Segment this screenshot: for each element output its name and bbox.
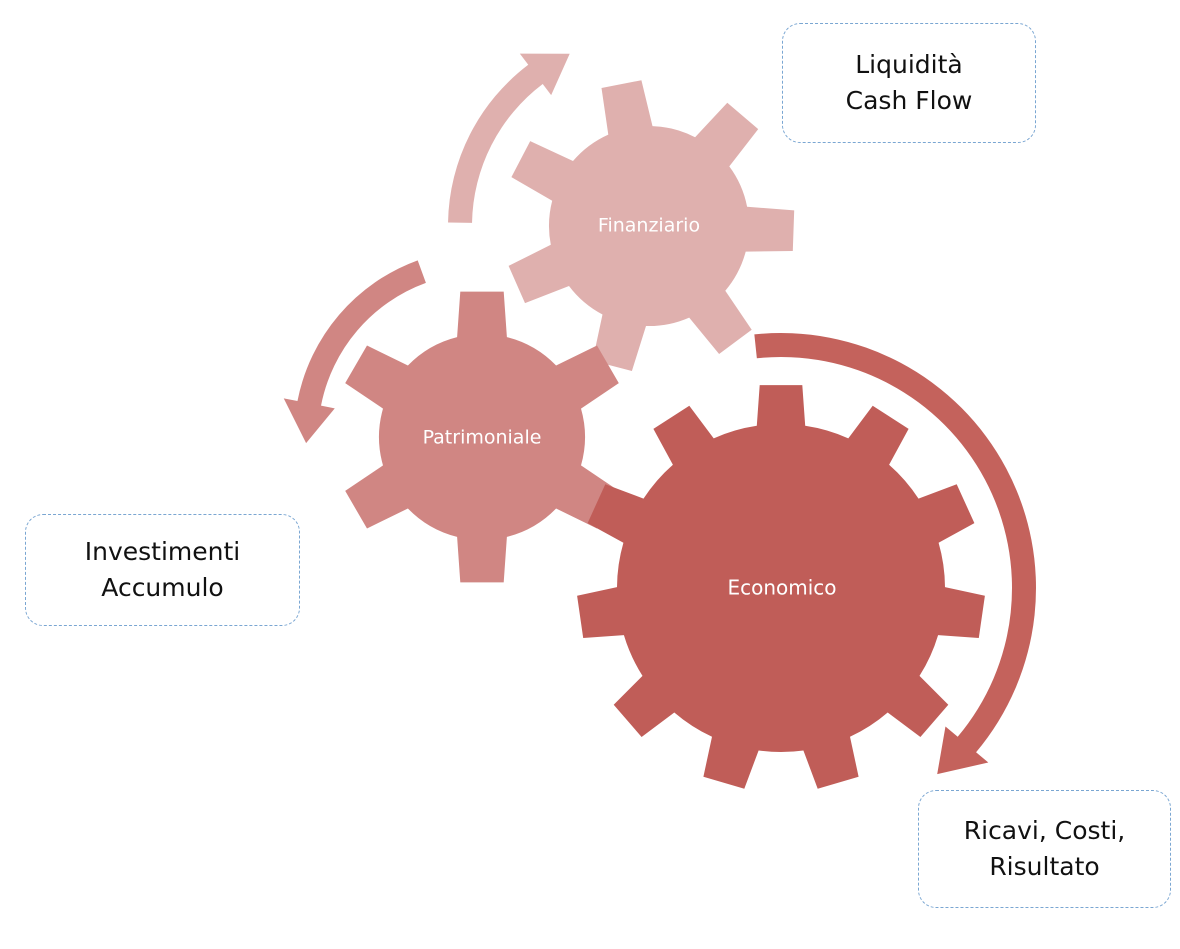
gear-patrimoniale: Patrimoniale: [345, 291, 619, 583]
note-economico-line2: Risultato: [989, 852, 1100, 881]
arrow-patrimoniale: [283, 260, 426, 444]
gear-finanziario-label: Finanziario: [598, 215, 700, 237]
gear-finanziario-shape: [508, 80, 795, 371]
arrow-finanziario: [448, 53, 570, 223]
gear-patrimoniale-shape: [345, 291, 619, 583]
note-patrimoniale-line1: Investimenti: [84, 537, 241, 566]
note-finanziario-line1: Liquidità: [855, 50, 963, 79]
note-finanziario: Liquidità Cash Flow: [782, 23, 1036, 143]
gear-patrimoniale-label: Patrimoniale: [423, 427, 542, 449]
gear-economico-shape: [577, 385, 985, 789]
gear-finanziario: Finanziario: [508, 80, 795, 371]
note-finanziario-line2: Cash Flow: [845, 86, 973, 115]
gear-economico-label: Economico: [727, 576, 836, 600]
note-patrimoniale-line2: Accumulo: [101, 573, 224, 602]
note-economico-line1: Ricavi, Costi,: [963, 816, 1126, 845]
note-economico: Ricavi, Costi, Risultato: [918, 790, 1171, 908]
arrow-economico: [754, 333, 1037, 775]
note-patrimoniale: Investimenti Accumulo: [25, 514, 300, 626]
gear-economico: Economico: [577, 385, 985, 789]
